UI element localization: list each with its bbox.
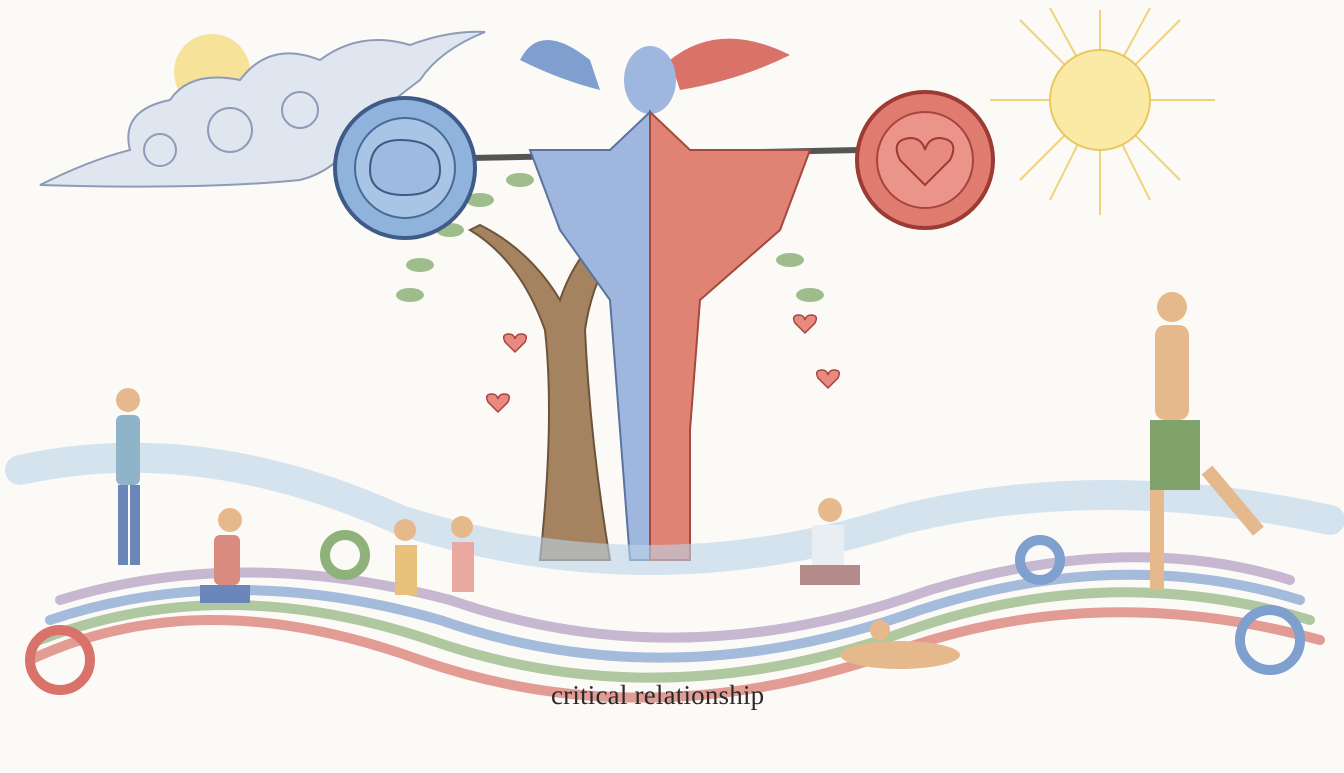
waving-figure — [800, 498, 860, 585]
cloud-icon — [39, 30, 486, 188]
people — [116, 292, 1264, 669]
brain-icon — [368, 138, 442, 197]
caption-text: critical relationship — [551, 680, 765, 710]
sun-icon — [1049, 49, 1151, 151]
heart-icon — [895, 136, 955, 187]
sitting-figure — [200, 508, 250, 603]
reader-figure — [116, 388, 140, 565]
runner-figure — [1150, 292, 1264, 590]
central-figure — [520, 38, 812, 561]
hanging-hearts — [485, 314, 841, 414]
couple-figures — [394, 516, 474, 595]
swimmer-figure — [840, 620, 960, 669]
